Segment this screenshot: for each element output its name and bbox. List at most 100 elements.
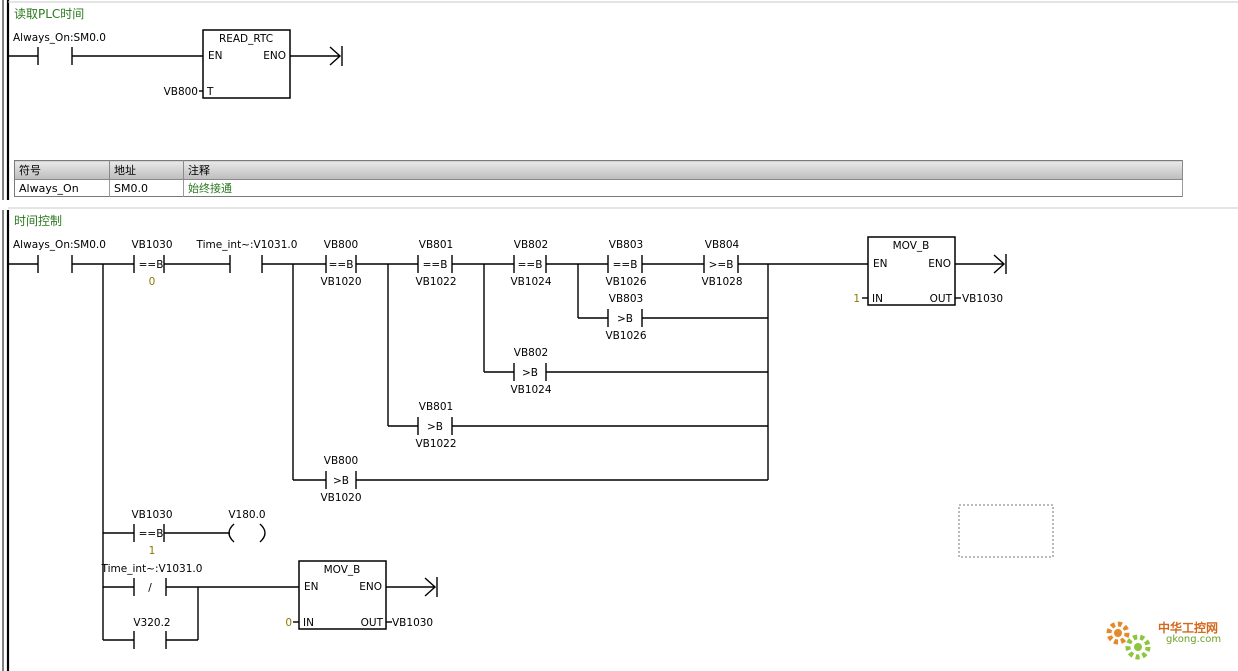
operand1: VB803 (609, 239, 643, 251)
network2-contact-always-on[interactable]: Always_On:SM0.0 (13, 239, 106, 273)
gear-logo-icon (1106, 621, 1151, 660)
in-pin: IN (872, 293, 883, 305)
operand1: VB801 (419, 239, 453, 251)
branch-wires-left (102, 264, 299, 641)
eno-arrow (386, 577, 438, 597)
compare-vb801-eq-vb1022[interactable]: VB801 ==B VB1022 (415, 239, 456, 288)
operand2: VB1026 (605, 276, 646, 288)
compare-vb1030-eq-0[interactable]: VB1030 ==B 0 (131, 239, 172, 288)
contact-v320-2[interactable]: V320.2 (133, 617, 171, 649)
en-pin: EN (304, 581, 319, 593)
operand2-constant: 1 (149, 545, 156, 557)
operand2: VB1020 (320, 492, 361, 504)
cell-comment[interactable]: 始终接通 (183, 179, 1183, 197)
en-pin: EN (208, 50, 223, 62)
operand1: VB800 (324, 239, 358, 251)
compare-symbol: ==B (518, 259, 543, 271)
watermark-text: 中华工控网 (1158, 621, 1219, 635)
operand2: VB1022 (415, 276, 456, 288)
negation-symbol: / (148, 582, 152, 594)
compare-symbol: ==B (139, 528, 164, 540)
operand2: VB1026 (605, 330, 646, 342)
compare-vb802-gt-vb1024[interactable]: VB802 >B VB1024 (510, 347, 551, 396)
header-symbol[interactable]: 符号 (14, 160, 110, 180)
box-title: MOV_B (324, 564, 361, 576)
compare-symbol: >B (522, 367, 538, 379)
mov2-out-operand[interactable]: VB1030 (392, 617, 433, 629)
network1-contact-always-on[interactable]: Always_On:SM0.0 (8, 32, 203, 65)
compare-symbol: >B (617, 313, 633, 325)
eno-arrow (955, 254, 1007, 274)
operand1: VB804 (705, 239, 740, 251)
compare-vb804-ge-vb1028[interactable]: VB804 >=B VB1028 (701, 239, 742, 288)
eno-pin: ENO (359, 581, 382, 593)
operand2: VB1022 (415, 438, 456, 450)
eno-pin: ENO (263, 50, 286, 62)
compare-vb801-gt-vb1022[interactable]: VB801 >B VB1022 (415, 401, 456, 450)
out-pin: OUT (361, 617, 384, 629)
operand1: VB803 (609, 293, 643, 305)
out-pin: OUT (930, 293, 953, 305)
compare-symbol: >B (333, 475, 349, 487)
mov1-out-operand[interactable]: VB1030 (962, 293, 1003, 305)
contact-label: V320.2 (133, 617, 170, 629)
box-title: READ_RTC (219, 33, 273, 45)
contact-time-int[interactable]: Time_int~:V1031.0 (196, 239, 298, 273)
mov2-in-value[interactable]: 0 (285, 617, 292, 629)
compare-symbol: >=B (709, 259, 734, 271)
network2-comment[interactable]: 时间控制 (14, 214, 62, 228)
mov1-in-value[interactable]: 1 (853, 293, 860, 305)
compare-symbol: ==B (613, 259, 638, 271)
header-comment[interactable]: 注释 (183, 160, 1183, 180)
contact-label: Time_int~:V1031.0 (196, 239, 298, 251)
contact-label: Always_On:SM0.0 (13, 239, 106, 251)
operand2-constant: 0 (149, 276, 156, 288)
watermark-sub: gkong.com (1166, 634, 1222, 645)
operand1: VB802 (514, 239, 548, 251)
operand2: VB1024 (510, 276, 551, 288)
coil-label: V180.0 (228, 509, 265, 521)
header-address[interactable]: 地址 (109, 160, 184, 180)
eno-pin: ENO (928, 258, 951, 270)
compare-vb800-gt-vb1020[interactable]: VB800 >B VB1020 (320, 455, 361, 504)
eno-arrow (290, 46, 343, 66)
compare-symbol: >B (427, 421, 443, 433)
mov-b-box-2[interactable]: MOV_B EN ENO IN OUT (298, 560, 387, 630)
compare-vb803-gt-vb1026[interactable]: VB803 >B VB1026 (605, 293, 646, 342)
compare-vb802-eq-vb1024[interactable]: VB802 ==B VB1024 (510, 239, 551, 288)
compare-vb803-eq-vb1026[interactable]: VB803 ==B VB1026 (605, 239, 646, 288)
empty-cell-selection[interactable] (958, 504, 1054, 558)
symbol-table: 符号 地址 注释 Always_On SM0.0 始终接通 (14, 160, 1183, 197)
operand1: VB1030 (131, 509, 172, 521)
operand2: VB1028 (701, 276, 742, 288)
t-pin: T (206, 86, 214, 98)
t-operand[interactable]: VB800 (164, 86, 198, 98)
contact-label: Always_On:SM0.0 (13, 32, 106, 44)
branch-wires (292, 264, 769, 481)
network1-comment[interactable]: 读取PLC时间 (14, 7, 84, 21)
operand2: VB1020 (320, 276, 361, 288)
compare-vb1030-eq-1[interactable]: VB1030 ==B 1 (131, 509, 172, 557)
compare-symbol: ==B (139, 259, 164, 271)
en-pin: EN (873, 258, 888, 270)
in-pin: IN (303, 617, 314, 629)
operand1: VB1030 (131, 239, 172, 251)
operand1: VB802 (514, 347, 548, 359)
coil-v180-0[interactable]: V180.0 (228, 509, 266, 543)
compare-vb800-eq-vb1020[interactable]: VB800 ==B VB1020 (320, 239, 361, 288)
symbol-table-header: 符号 地址 注释 (14, 160, 1183, 180)
contact-time-int-nc[interactable]: Time_int~:V1031.0 / (101, 563, 203, 596)
compare-symbol: ==B (423, 259, 448, 271)
mov-b-box-1[interactable]: MOV_B EN ENO IN OUT (867, 236, 956, 306)
contact-label: Time_int~:V1031.0 (101, 563, 203, 575)
box-title: MOV_B (893, 240, 930, 252)
cell-address[interactable]: SM0.0 (109, 179, 184, 197)
operand1: VB800 (324, 455, 358, 467)
read-rtc-box[interactable]: READ_RTC EN ENO T (202, 29, 291, 99)
table-row[interactable]: Always_On SM0.0 始终接通 (14, 179, 1183, 197)
compare-symbol: ==B (329, 259, 354, 271)
cell-symbol[interactable]: Always_On (14, 179, 110, 197)
operand1: VB801 (419, 401, 453, 413)
